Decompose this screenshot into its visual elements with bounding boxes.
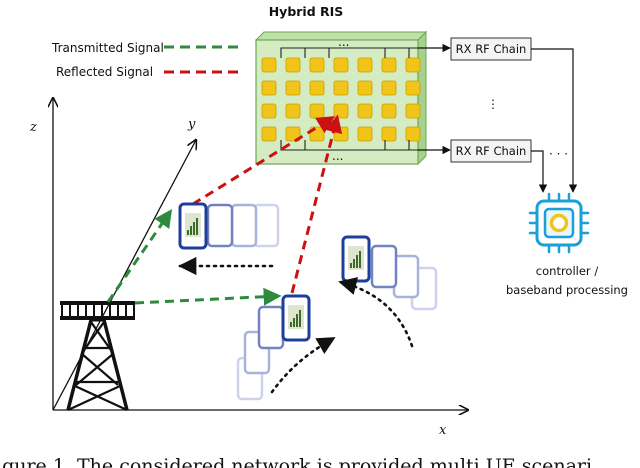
axes: z y x bbox=[29, 98, 468, 438]
ris-element bbox=[381, 103, 397, 119]
controller-label-line1: controller / bbox=[536, 264, 599, 278]
legend-reflected-label: Reflected Signal bbox=[56, 65, 153, 79]
transmitted-paths bbox=[106, 209, 282, 306]
ris-element bbox=[261, 80, 277, 96]
ris-element bbox=[333, 126, 349, 142]
rf-chain-top-label: RX RF Chain bbox=[456, 42, 527, 56]
ris-panel: ... ... bbox=[254, 30, 438, 166]
ris-element bbox=[381, 80, 397, 96]
rf-bottom-to-controller bbox=[531, 150, 548, 193]
rf-chain-vertical-dots: ⋮ bbox=[487, 97, 499, 111]
ris-element bbox=[381, 126, 397, 142]
ris-element bbox=[333, 80, 349, 96]
ue-phone-lower bbox=[281, 294, 311, 342]
motion-arrows bbox=[178, 256, 414, 394]
ue-phone-upper bbox=[178, 202, 208, 250]
ris-element bbox=[357, 57, 373, 73]
ris-element bbox=[309, 57, 325, 73]
ris-element bbox=[261, 103, 277, 119]
ris-title: Hybrid RIS bbox=[269, 4, 344, 19]
ris-wire-top bbox=[280, 47, 438, 58]
ris-element bbox=[357, 80, 373, 96]
ris-element bbox=[285, 103, 301, 119]
legend: Transmitted Signal Reflected Signal bbox=[51, 41, 242, 79]
axis-label-x: x bbox=[439, 423, 447, 438]
rf-top-to-controller bbox=[531, 48, 578, 193]
y-axis bbox=[52, 140, 196, 411]
ris-element bbox=[405, 57, 421, 73]
rf-horizontal-dots: · · · bbox=[549, 147, 568, 161]
ue-phone-right bbox=[341, 235, 371, 283]
ris-element bbox=[285, 126, 301, 142]
tx-path-to-lower-ue bbox=[134, 287, 282, 306]
ris-element bbox=[381, 57, 397, 73]
ris-element-grid bbox=[261, 57, 421, 142]
legend-transmitted-label: Transmitted Signal bbox=[51, 41, 164, 55]
ris-element bbox=[333, 103, 349, 119]
ris-element bbox=[333, 57, 349, 73]
refl-path-lower-ue bbox=[290, 114, 343, 294]
axis-label-y: y bbox=[187, 117, 196, 132]
ris-element bbox=[357, 103, 373, 119]
ris-element bbox=[285, 80, 301, 96]
rf-chain-bottom-label: RX RF Chain bbox=[456, 144, 527, 158]
tower-icon bbox=[60, 301, 135, 411]
ris-dots-top: ... bbox=[338, 35, 349, 49]
ris-element bbox=[261, 57, 277, 73]
controller-label-line2: baseband processing bbox=[506, 283, 628, 297]
ris-element bbox=[357, 126, 373, 142]
ue-trails bbox=[206, 203, 438, 401]
motion-arrow-right bbox=[338, 277, 414, 348]
chip-icon bbox=[528, 192, 590, 254]
reflected-paths bbox=[179, 114, 343, 294]
ris-element bbox=[405, 80, 421, 96]
rf-chain-top: RX RF Chain bbox=[418, 37, 532, 61]
motion-arrow-lower bbox=[270, 336, 336, 394]
ris-wire-bottom bbox=[280, 140, 438, 151]
tx-path-to-upper-ue bbox=[106, 209, 173, 303]
ris-element bbox=[405, 103, 421, 119]
ris-element bbox=[405, 126, 421, 142]
ris-dots-bottom: ... bbox=[332, 149, 343, 163]
ris-element bbox=[309, 103, 325, 119]
figure-caption-fragment: igure 1. The considered network is provi… bbox=[0, 455, 592, 468]
ris-element bbox=[309, 80, 325, 96]
rf-chain-bottom: RX RF Chain bbox=[418, 139, 532, 163]
ris-element bbox=[285, 57, 301, 73]
ris-element bbox=[261, 126, 277, 142]
axis-label-z: z bbox=[29, 120, 37, 135]
